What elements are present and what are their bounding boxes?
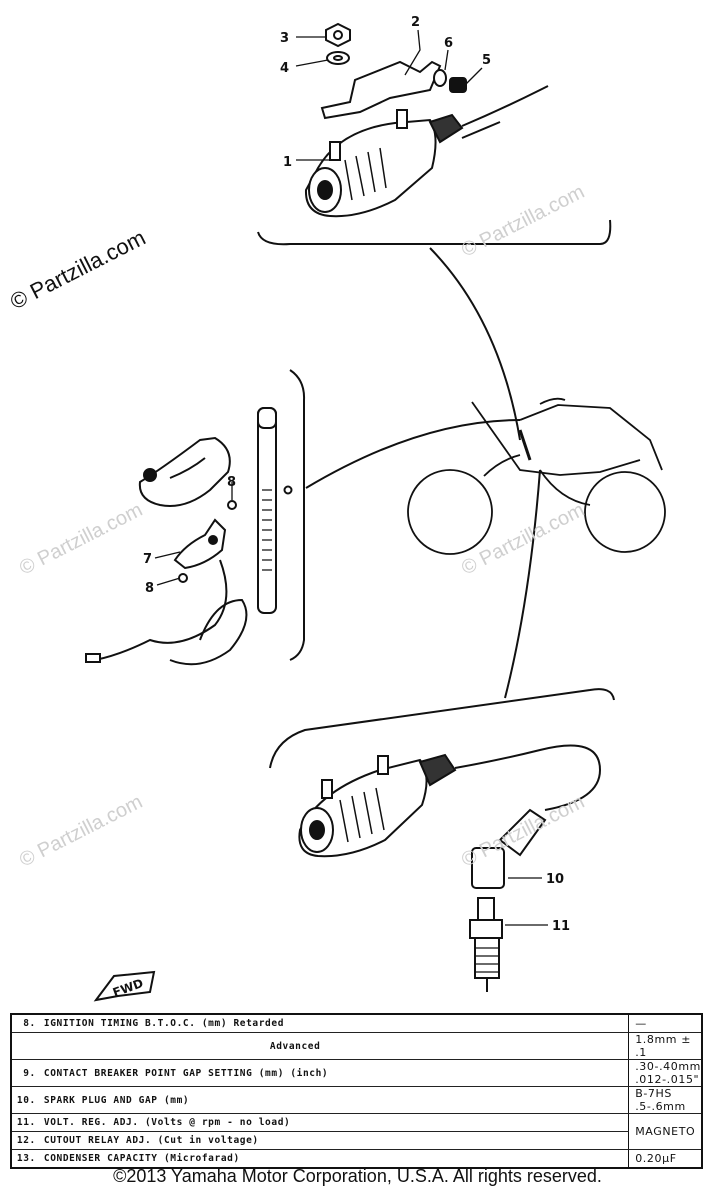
callout-1: 1 — [283, 155, 292, 170]
breaker-assembly-middle — [85, 369, 306, 666]
table-row: 13. CONDENSER CAPACITY (Microfarad) 0.20… — [11, 1149, 702, 1169]
copyright-notice: ©2013 Yamaha Motor Corporation, U.S.A. A… — [113, 1166, 602, 1186]
table-row: 10. SPARK PLUG AND GAP (mm) B-7HS .5-.6m… — [11, 1086, 702, 1114]
callout-leaders — [154, 29, 548, 926]
callout-7: 7 — [143, 552, 152, 567]
motorcycle-outline — [407, 397, 666, 555]
callout-5: 5 — [482, 53, 491, 68]
callout-numbers: 3 4 2 6 5 1 7 8 8 10 11 — [143, 15, 570, 934]
callout-11: 11 — [552, 919, 570, 934]
callout-8-lower: 8 — [145, 581, 154, 596]
callout-4: 4 — [280, 61, 289, 76]
forward-arrow-icon: FWD — [93, 970, 156, 1002]
table-row: 9. CONTACT BREAKER POINT GAP SETTING (mm… — [11, 1059, 702, 1087]
coil-assembly-bottom — [269, 688, 615, 992]
leader-lines — [305, 247, 541, 699]
callout-2: 2 — [411, 15, 420, 30]
callout-10: 10 — [546, 872, 564, 887]
callout-8-upper: 8 — [227, 475, 236, 490]
callout-3: 3 — [280, 31, 289, 46]
table-row: 11. VOLT. REG. ADJ. (Volts @ rpm - no lo… — [11, 1113, 702, 1150]
table-row: 8. IGNITION TIMING B.T.O.C. (mm) Retarde… — [11, 1014, 702, 1033]
callout-6: 6 — [444, 36, 453, 51]
table-row: 12. CUTOUT RELAY ADJ. (Cut in voltage) — [11, 1131, 702, 1150]
specification-table: 8. IGNITION TIMING B.T.O.C. (mm) Retarde… — [10, 1013, 703, 1169]
coil-assembly-top — [257, 22, 612, 246]
table-row: Advanced 1.8mm ± .1 — [11, 1032, 702, 1060]
